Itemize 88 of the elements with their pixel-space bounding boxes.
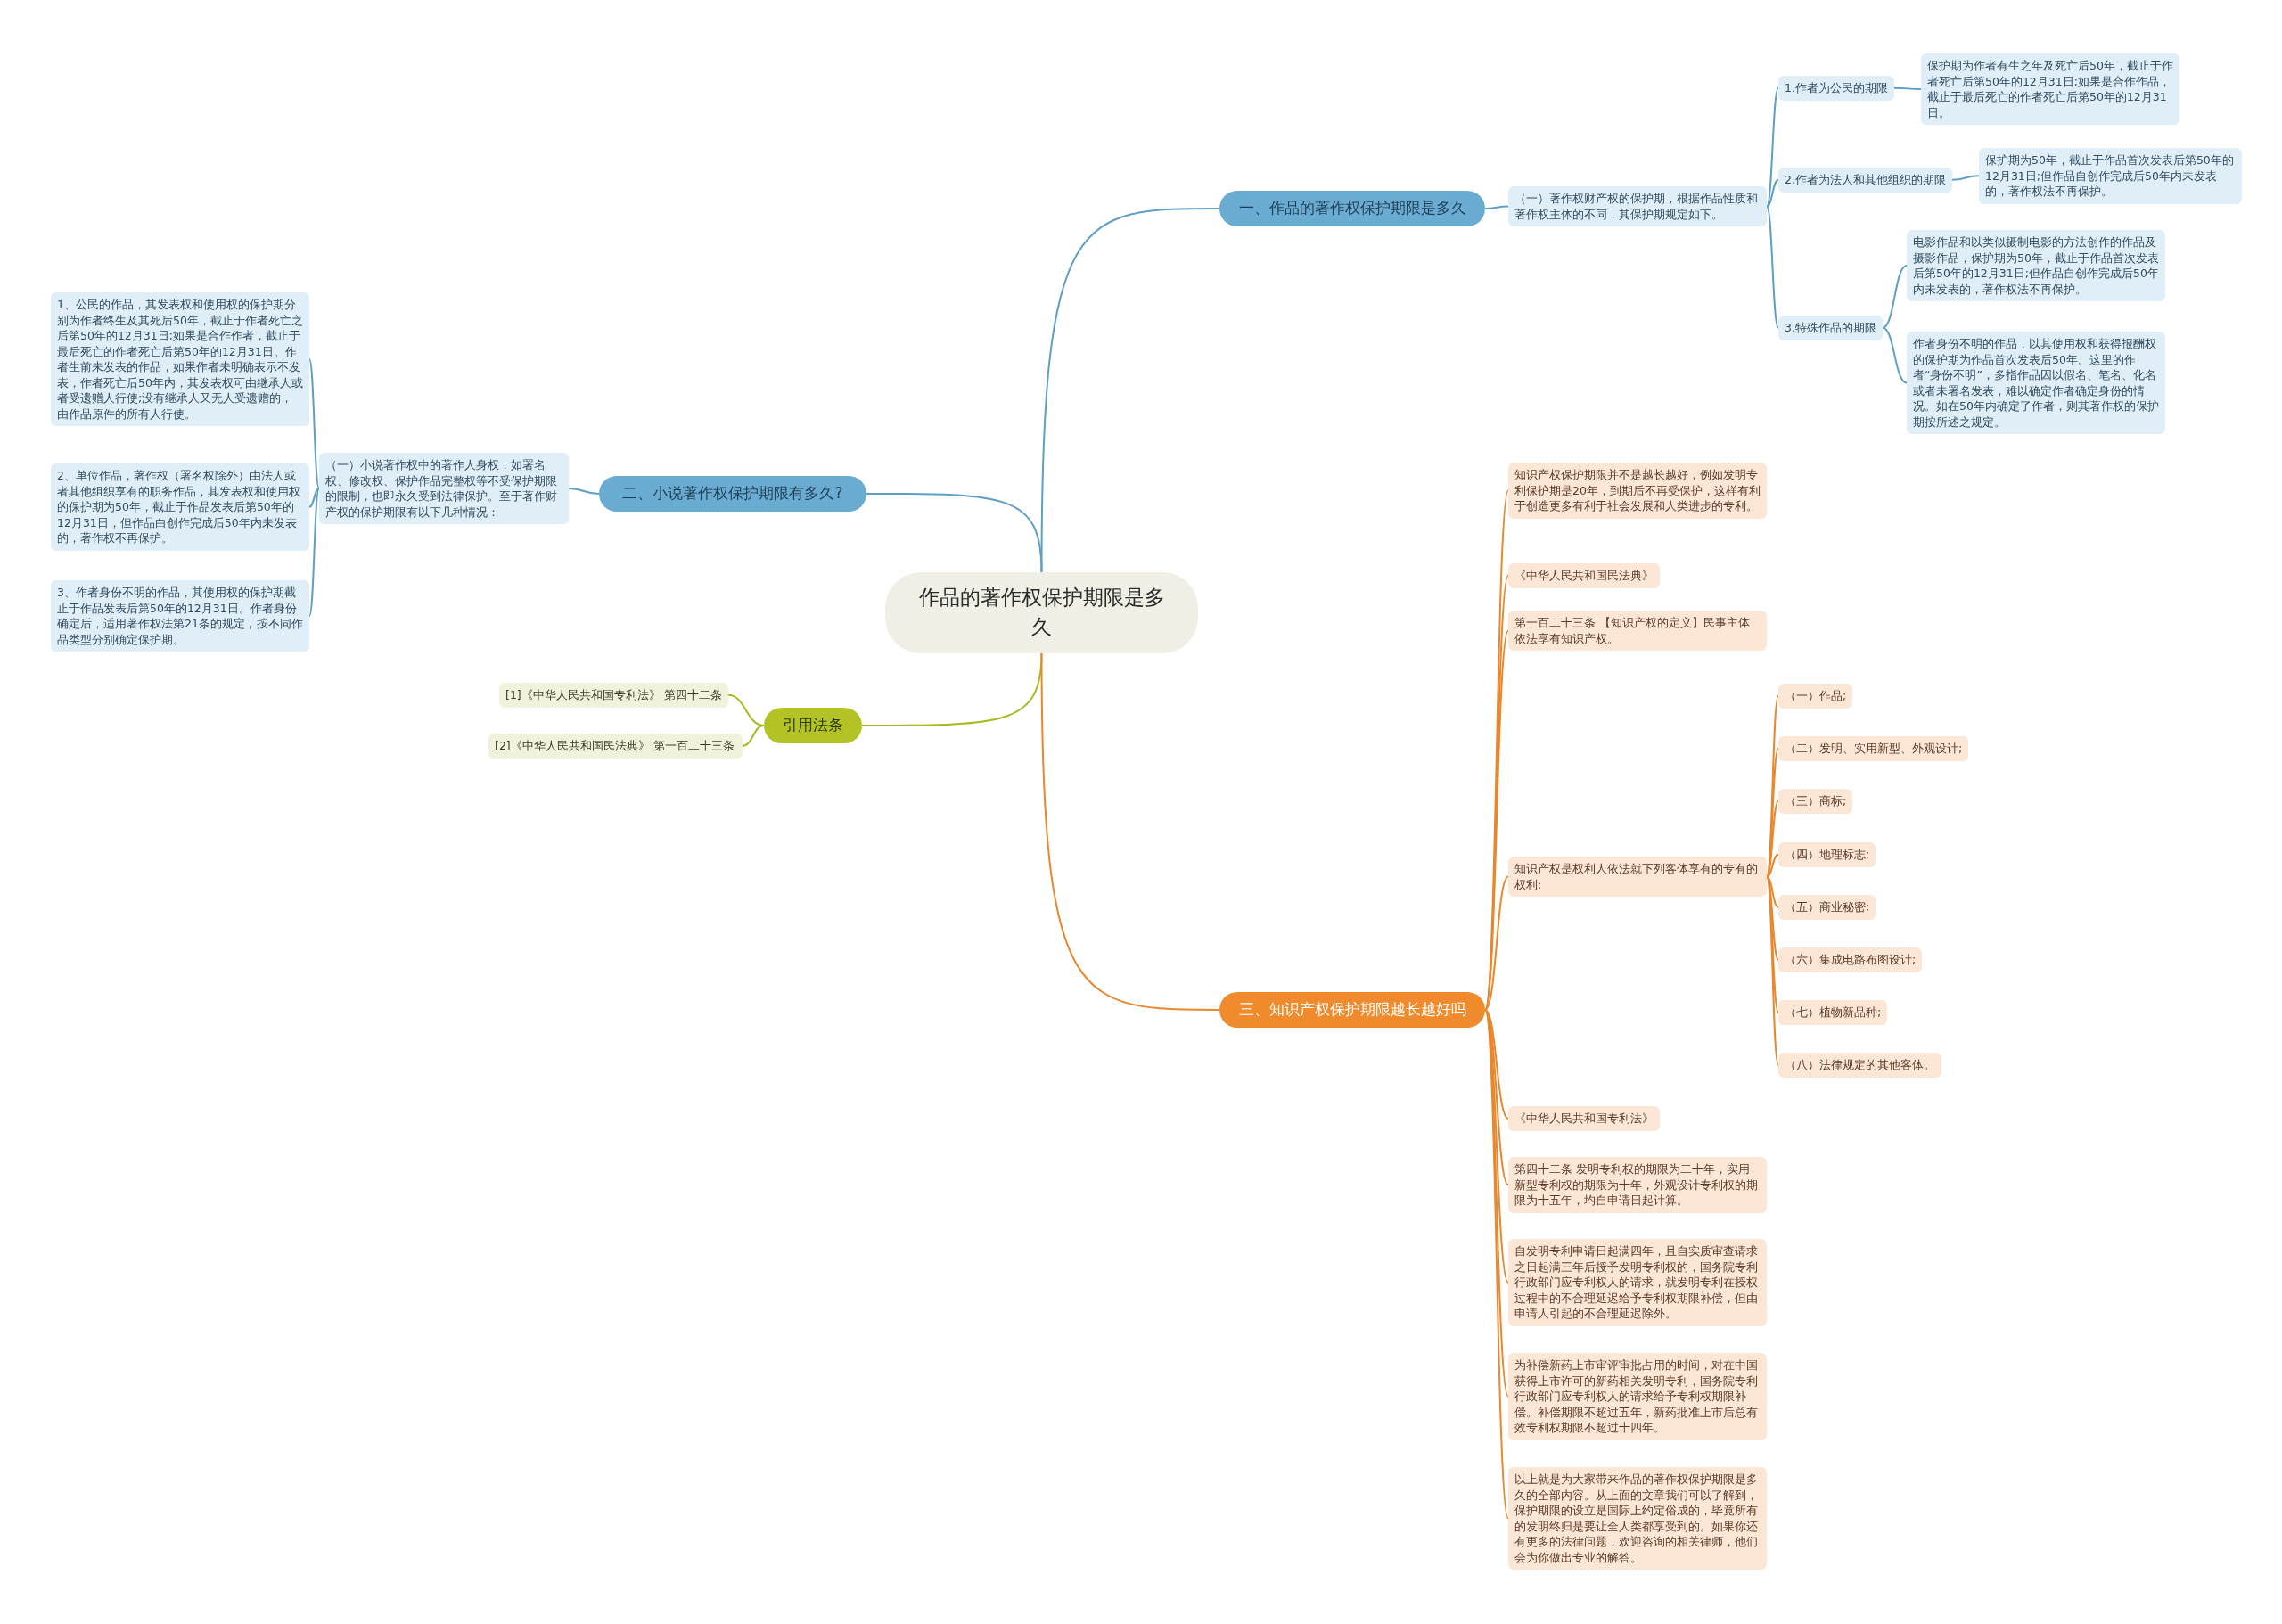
connector-line [308, 358, 320, 489]
connector-line [1881, 326, 1908, 384]
topic-text: 保护期为作者有生之年及死亡后50年，截止于作者死亡后第50年的12月31日;如果是合作作品，截止于最后死亡的作者死亡后第50年的12月31日。 [1927, 58, 2173, 120]
branch-topic [1219, 191, 1485, 226]
connector-line [742, 724, 765, 747]
topic-text: [1]《中华人民共和国专利法》 第四十二条 [505, 687, 722, 703]
topic-text: 为补偿新药上市审评审批占用的时间，对在中国获得上市许可的新药相关发明专利，国务院专利行政部门应专利权人的请求给予专利权期限补偿。补偿期限不超过五年，新药批准上市后总有效专利权期限不超过十四年。 [1514, 1357, 1759, 1436]
topic-box [499, 683, 728, 708]
topic-box [1778, 76, 1894, 101]
connector-line [308, 488, 320, 617]
topic-box [1778, 895, 1876, 920]
topic-text: 一、作品的著作权保护期限是多久 [1237, 198, 1467, 218]
connector-line [1892, 86, 1922, 90]
topic-text: 第四十二条 发明专利权的期限为二十年，实用新型专利权的期限为十年，外观设计专利权的期限为十五年，均自申请日起计算。 [1514, 1161, 1759, 1209]
topic-box [1508, 611, 1767, 651]
topic-box [319, 453, 569, 524]
topic-text: 电影作品和以类似摄制电影的方法创作的作品及摄影作品，保护期为50年，截止于作品首次发表后第50年的12月31日;但作品自创作完成后50年内未发表的，著作权法不再保护。 [1913, 234, 2159, 297]
connector-line [1484, 1008, 1509, 1120]
connector-line [1881, 265, 1908, 329]
topic-text: 1、公民的作品，其发表权和使用权的保护期分别为作者终生及其死后50年，截止于作者死亡之后第50年的12月31日;如果是合作作者，截止于最后死亡的作者死亡后第50年的12月31日。作者生前未发表的作品，如果作者未明确表示不发表，作者死亡后50年内，其发表权可由继承人或者受遗赠人行使;没有继承人又无人受遗赠的，由作品原件的所有人行使。 [57, 297, 303, 422]
topic-text: 2.作者为法人和其他组织的期限 [1785, 172, 1946, 188]
topic-box [1907, 230, 2165, 301]
topic-text: （四）地理标志; [1785, 847, 1870, 863]
topic-text: （三）商标; [1785, 793, 1847, 809]
topic-text: 1.作者为公民的期限 [1785, 80, 1888, 96]
topic-box [1979, 148, 2242, 204]
branch-topic [764, 708, 862, 743]
topic-text: （六）集成电路布图设计; [1785, 952, 1917, 968]
topic-box [1508, 1157, 1767, 1213]
topic-text: 作品的著作权保护期限是多久 [917, 585, 1166, 641]
topic-text: （五）商业秘密; [1785, 899, 1870, 915]
topic-box [1778, 789, 1853, 814]
topic-text: （八）法律规定的其他客体。 [1785, 1057, 1935, 1073]
topic-box [1508, 1106, 1660, 1131]
topic-box [1508, 857, 1767, 897]
topic-text: 3、作者身份不明的作品，其使用权的保护期截止于作品发表后第50年的12月31日。作者身份确定后，适用著作权法第21条的规定，按不同作品类型分别确定保护期。 [57, 585, 303, 647]
topic-box [1508, 463, 1767, 519]
topic-box [1778, 736, 1969, 761]
topic-text: 3.特殊作品的期限 [1785, 320, 1876, 336]
topic-box [1778, 1000, 1888, 1025]
connector-line [1484, 875, 1509, 1011]
topic-box [1778, 842, 1876, 867]
branch-topic [1219, 992, 1485, 1028]
connector-line [1766, 875, 1779, 908]
connector-line [866, 492, 1043, 573]
topic-text: （一）著作权财产权的保护期，根据作品性质和著作权主体的不同，其保护期规定如下。 [1514, 191, 1759, 222]
topic-text: 《中华人民共和国专利法》 [1514, 1111, 1654, 1127]
topic-box [1508, 563, 1660, 588]
topic-text: 自发明专利申请日起满四年，且自实质审查请求之日起满三年后授予发明专利权的，国务院专利行政部门应专利权人的请求，就发明专利在授权过程中的不合理延迟给予专利权期限补偿，但由申请人引起的不合理延迟除外。 [1514, 1243, 1759, 1322]
connector-line [1766, 205, 1779, 329]
connector-line [861, 652, 1043, 726]
topic-box [1921, 53, 2179, 125]
topic-text: （七）植物新品种; [1785, 1005, 1882, 1021]
topic-text: 知识产权是权利人依法就下列客体享有的专有的权利: [1514, 861, 1759, 892]
topic-text: （一）作品; [1785, 688, 1847, 704]
topic-text: 以上就是为大家带来作品的著作权保护期限是多久的全部内容。从上面的文章我们可以了解到，保护期限的设立是国际上约定俗成的，毕竟所有的发明终归是要让全人类都享受到的。如果你还有更多的法律问题，欢迎咨询的相关律师，他们会为你做出专业的解答。 [1514, 1472, 1759, 1565]
topic-text: 三、知识产权保护期限越长越好吗 [1237, 999, 1467, 1020]
topic-text: 第一百二十三条 【知识产权的定义】民事主体依法享有知识产权。 [1514, 615, 1751, 646]
topic-box [1778, 947, 1923, 972]
topic-text: （一）小说著作权中的著作人身权，如署名权、修改权、保护作品完整权等不受保护期限的限制，也即永久受到法律保护。至于著作财产权的保护期限有以下几种情况： [325, 457, 558, 520]
topic-text: [2]《中华人民共和国民法典》 第一百二十三条 [495, 738, 735, 754]
connector-line [1950, 175, 1980, 181]
topic-text: 二、小说著作权保护期限有多久? [621, 483, 844, 504]
connector-line [568, 488, 600, 495]
connector-line [1040, 652, 1220, 1011]
topic-box [1508, 1239, 1767, 1326]
connector-line [308, 488, 320, 508]
topic-text: 作者身份不明的作品，以其使用权和获得报酬权的保护期为作品首次发表后50年。这里的作者“身份不明”，多指作品因以假名、笔名、化名或者未署名发表，难以确定作者确定身份的情况。如在50年内确定了作者，则其著作权的保护期按所述之规定。 [1913, 336, 2159, 430]
branch-topic [599, 476, 866, 512]
topic-text: （二）发明、实用新型、外观设计; [1785, 741, 1963, 757]
topic-box [488, 734, 743, 759]
topic-box [1778, 168, 1952, 193]
topic-text: 保护期为50年，截止于作品首次发表后第50年的12月31日;但作品自创作完成后50年内未发表的，著作权法不再保护。 [1985, 152, 2235, 200]
topic-text: 2、单位作品，著作权（署名权除外）由法人或者其他组织享有的职务作品，其发表权和使用权的保护期为50年，截止于作品发表后第50年的12月31日，但作品白创作完成后50年内未发表的，著作权不再保护。 [57, 468, 301, 546]
topic-box [1778, 684, 1853, 709]
topic-box [1778, 316, 1883, 340]
topic-box [51, 580, 309, 652]
connector-line [1766, 178, 1779, 208]
topic-text: 《中华人民共和国民法典》 [1514, 568, 1654, 584]
connector-line [1484, 205, 1509, 209]
topic-box [51, 463, 309, 551]
connector-line [1484, 1008, 1509, 1186]
topic-text: 知识产权保护期限并不是越长越好，例如发明专利保护期是20年，到期后不再受保护，这样有利于创造更多有利于社会发展和人类进步的专利。 [1514, 467, 1761, 514]
connector-line [1766, 853, 1779, 878]
topic-box [1778, 1053, 1941, 1078]
topic-box [1508, 1353, 1767, 1440]
topic-text: 引用法条 [782, 715, 844, 735]
topic-box [1508, 186, 1767, 226]
